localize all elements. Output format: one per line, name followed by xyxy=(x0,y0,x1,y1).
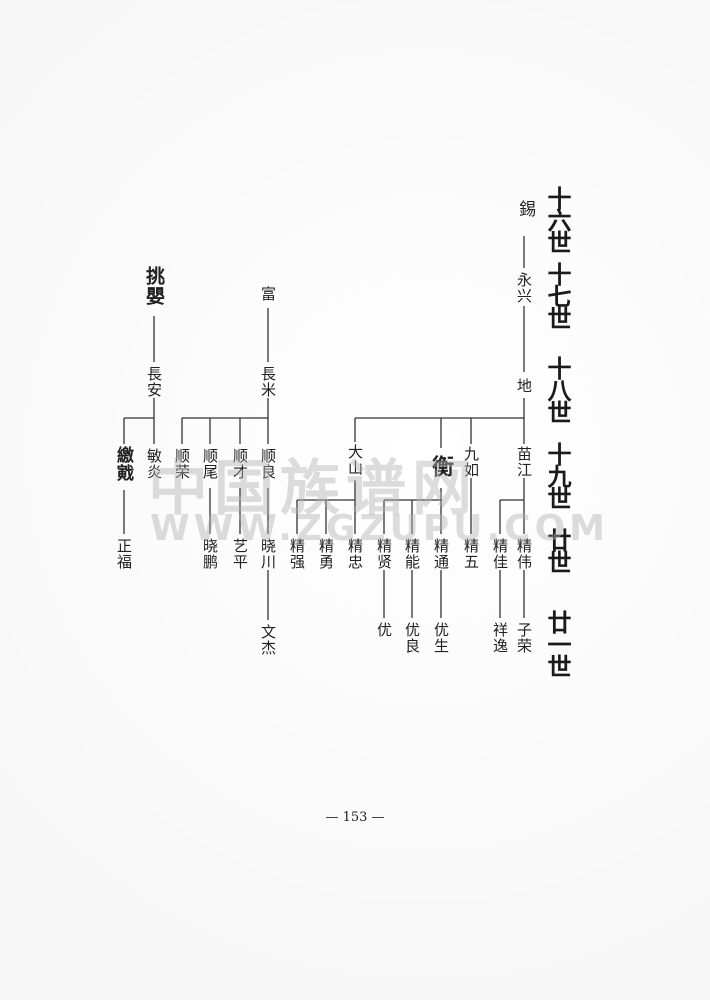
person-heng: 衡 xyxy=(428,455,454,478)
person-you: 优 xyxy=(375,622,393,638)
person-xiaopeng: 晓鹏 xyxy=(201,538,219,570)
watermark-chinese: 中国族谱网 xyxy=(148,454,478,524)
person-tiaoying: 挑嬰 xyxy=(143,266,165,306)
watermark-url: WWW.ZGZUPU.COM xyxy=(150,508,609,549)
person-minjian: 繳戭 xyxy=(113,446,133,482)
person-xi: 錫 xyxy=(515,200,535,218)
person-dashan: 大山 xyxy=(346,444,364,476)
person-shuncai: 顺才 xyxy=(231,448,249,480)
generation-19: 十九世 xyxy=(543,442,572,508)
person-changmi: 長米 xyxy=(259,366,277,398)
generation-18: 十八世 xyxy=(543,356,572,422)
person-fu: 富 xyxy=(259,286,277,302)
person-shunrong: 顺荣 xyxy=(173,448,191,480)
person-yiping: 艺平 xyxy=(231,538,249,570)
generation-16: 十六世 xyxy=(543,186,572,252)
person-yousheng: 优生 xyxy=(432,622,450,654)
person-youliang: 优良 xyxy=(403,622,421,654)
person-shunwei: 顺尾 xyxy=(201,448,219,480)
person-xiaochuan: 晓川 xyxy=(259,538,277,570)
person-zhengfu: 正福 xyxy=(115,538,133,570)
person-jingxian: 精贤 xyxy=(375,538,393,570)
person-jingqiang: 精强 xyxy=(288,538,306,570)
person-di: 地 xyxy=(515,378,533,394)
person-jingyong: 精勇 xyxy=(317,538,335,570)
person-wenjie: 文杰 xyxy=(259,624,277,656)
generation-21: 廿一世 xyxy=(543,610,572,676)
person-jiuru: 九如 xyxy=(462,446,480,478)
person-shunliang: 顺良 xyxy=(259,448,277,480)
generation-17: 十七世 xyxy=(543,262,572,328)
person-jingneng: 精能 xyxy=(403,538,421,570)
person-jingwei: 精伟 xyxy=(515,538,533,570)
person-minyan: 敏炎 xyxy=(145,448,163,480)
person-zirong: 子荣 xyxy=(515,622,533,654)
person-yongxing: 永兴 xyxy=(515,272,533,304)
person-jingwu: 精五 xyxy=(462,538,480,570)
person-jingjia: 精佳 xyxy=(491,538,509,570)
generation-20: 廿世 xyxy=(543,528,572,572)
person-changan: 長安 xyxy=(145,366,163,398)
person-jingtong: 精通 xyxy=(432,538,450,570)
person-jingzhong: 精忠 xyxy=(346,538,364,570)
person-miaojiang: 苗江 xyxy=(515,446,533,478)
person-xiangyi: 祥逸 xyxy=(491,622,509,654)
page-number: — 153 — xyxy=(325,810,385,825)
